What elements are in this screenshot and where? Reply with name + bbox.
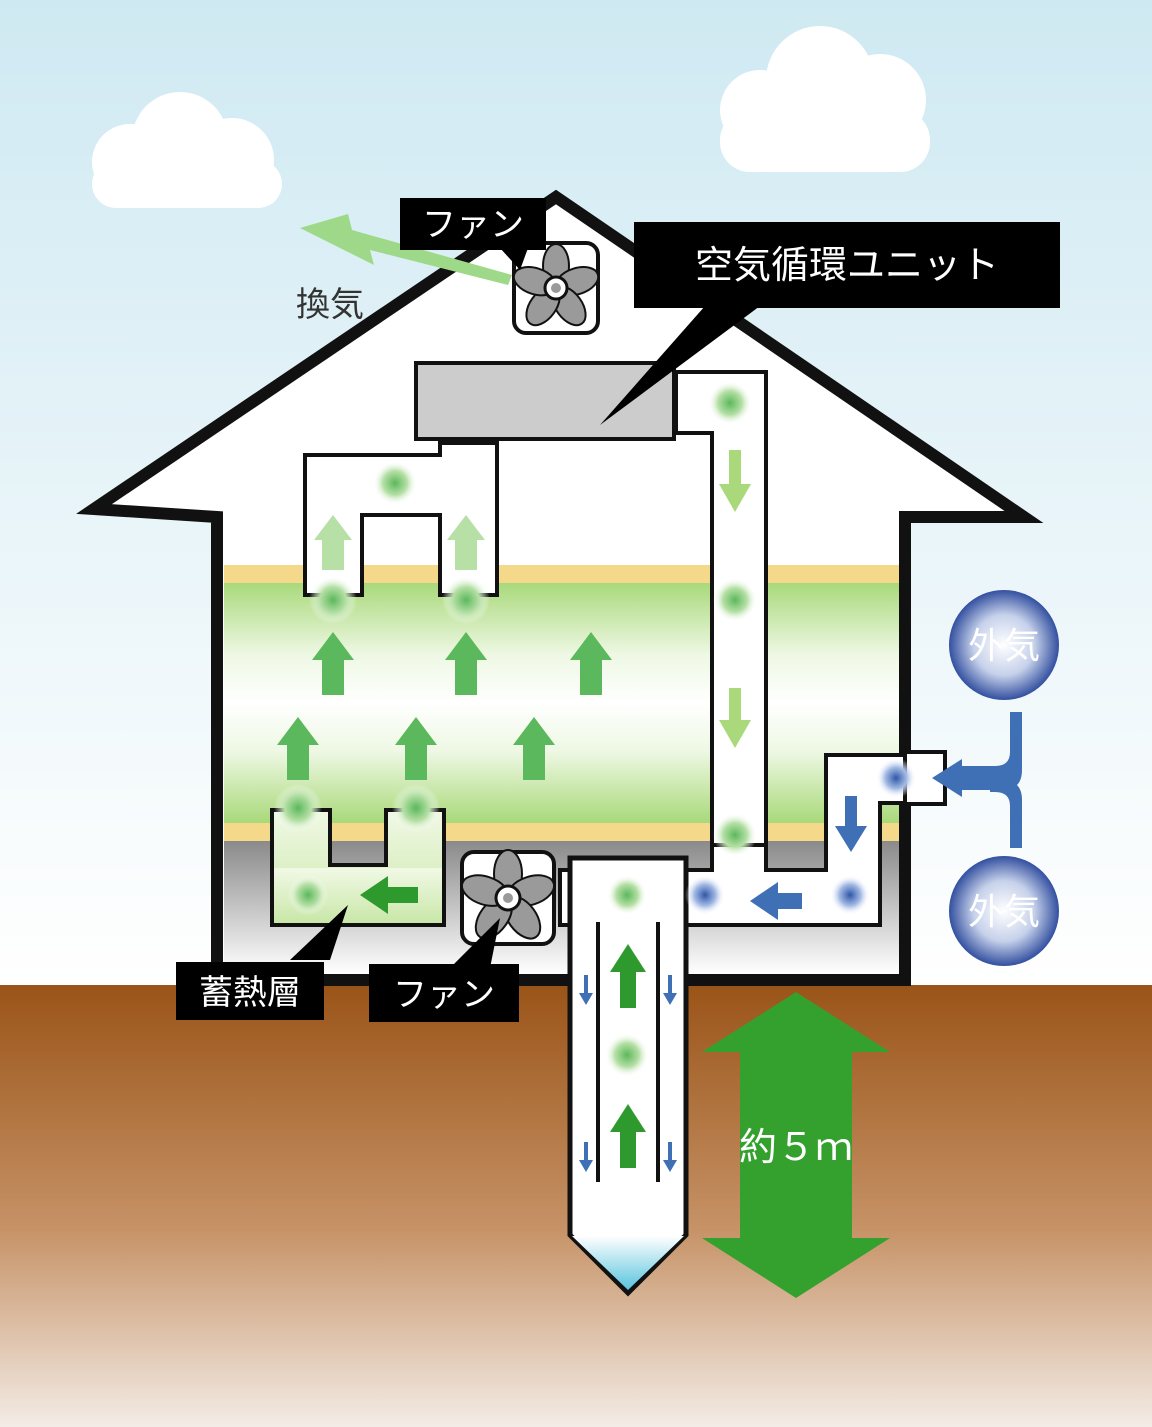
fan-icon [460,849,556,946]
heat-layer-label-box [176,962,324,1020]
fan-bottom-label-pointer [450,918,500,968]
heat-layer-label: 蓄熱層 [199,973,301,1013]
heat-layer-label-pointer [290,905,348,960]
upper-duct [303,441,499,597]
outside-air-intake [932,712,1022,797]
air-unit-label-pointer [600,306,760,425]
exhaust-label: 換気 [296,285,364,325]
well-tip [572,1236,684,1290]
fan-bottom-label: ファン [393,975,495,1015]
fan-top-label-pointer [500,248,528,270]
fan-bottom-label-box [369,964,519,1022]
fan-top-label-box [400,198,546,250]
outside-air-intake-lower [990,780,1022,848]
arrow-icon [277,515,612,780]
air-unit-label-box [634,222,1060,308]
air-particle-icon [685,758,916,915]
air-unit-label: 空気循環ユニット [695,243,999,287]
depth-arrow [702,992,890,1298]
fan-icon [512,241,600,335]
outside-air-label-top: 外気 [968,626,1040,667]
arrow-icon [719,450,751,748]
arrow-icon [360,876,646,1168]
outside-air-bubble-bottom [949,856,1059,966]
arrow-icon [579,796,867,1172]
cloud-icon [92,92,282,208]
fan-top-label: ファン [422,205,524,245]
air-circulation-unit [414,361,676,441]
air-particle-icon [274,381,757,1077]
outside-air-label-bottom: 外気 [968,892,1040,933]
cloud-icon [720,26,930,172]
outside-air-bubble-top [949,590,1059,700]
depth-label: 約５ｍ [739,1125,853,1169]
